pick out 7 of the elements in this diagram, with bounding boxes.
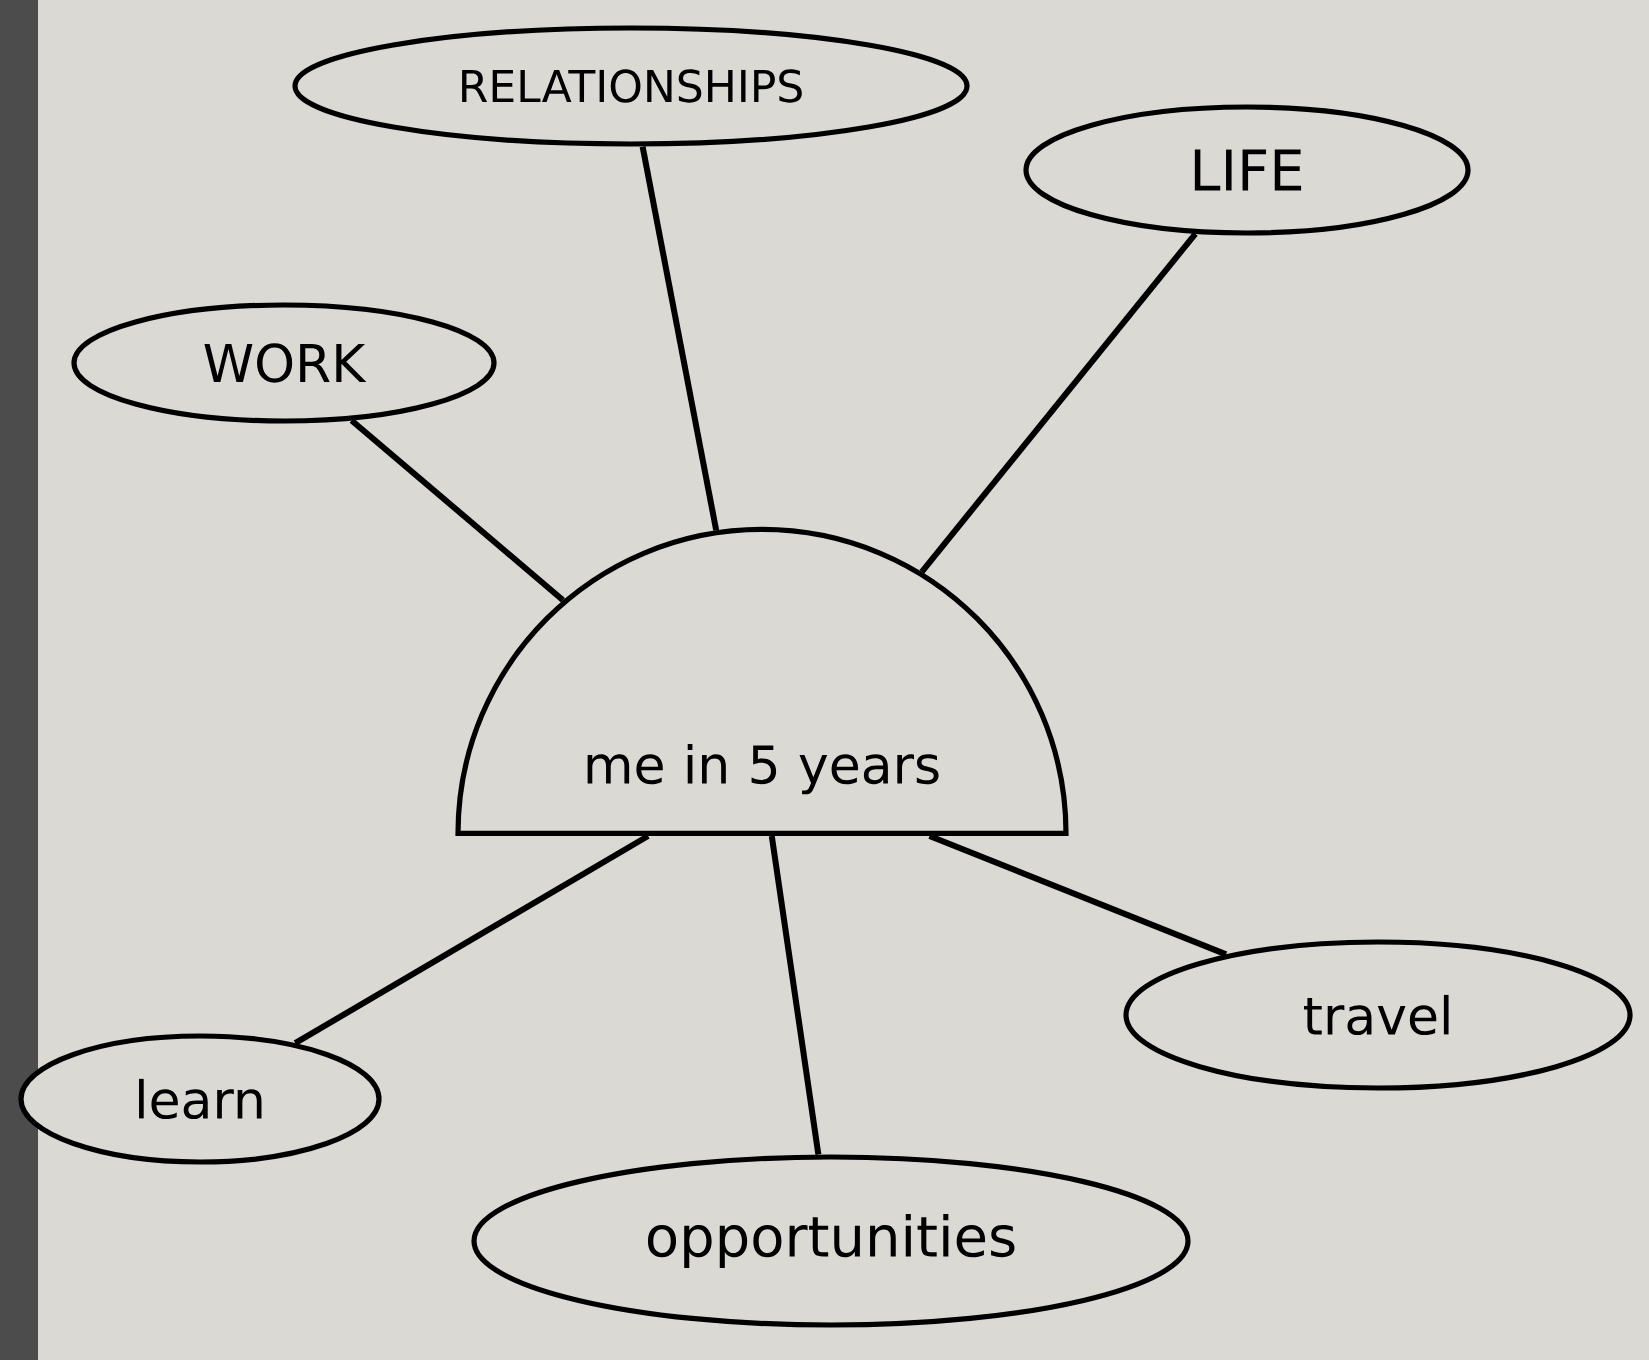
center-dome: me in 5 years [455,526,1069,836]
connector-line [768,835,822,1155]
connector-line [919,231,1198,574]
connector-line [928,833,1228,958]
connector-line [293,833,650,1046]
connector-line [639,146,720,531]
connector-line [349,418,565,603]
